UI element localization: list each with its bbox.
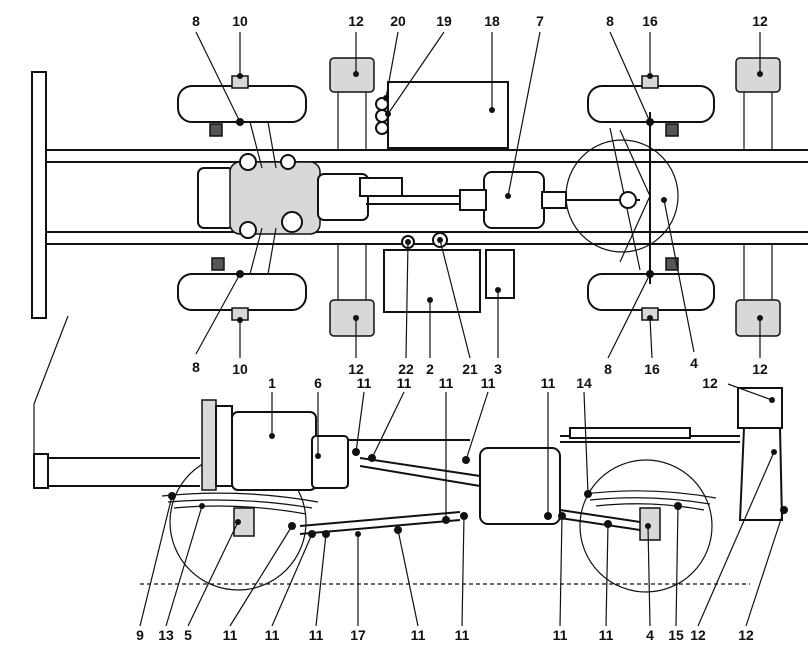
callout-label: 16	[642, 13, 658, 29]
callout-label: 15	[668, 627, 684, 643]
callout-label: 18	[484, 13, 500, 29]
callout-label: 8	[604, 361, 612, 377]
callout-label: 11	[481, 375, 496, 391]
rear-axle-diff	[565, 139, 679, 253]
side-rear-wheel	[579, 459, 713, 593]
callout-label: 11	[265, 627, 280, 643]
callout-label: 11	[223, 627, 238, 643]
callout-label: 10	[232, 13, 248, 29]
callout-label: 20	[390, 13, 406, 29]
air-tank-18	[387, 81, 509, 149]
callout-label: 12	[738, 627, 754, 643]
transfer-case-7	[483, 171, 545, 229]
front-right-wheel	[177, 273, 307, 311]
callout-label: 8	[192, 359, 200, 375]
callout-label: 22	[398, 361, 414, 377]
callout-label: 3	[494, 361, 502, 377]
callout-label: 12	[348, 13, 364, 29]
callout-label: 6	[314, 375, 322, 391]
callout-label: 5	[184, 627, 192, 643]
callout-label: 19	[436, 13, 452, 29]
callout-label: 11	[553, 627, 568, 643]
side-view-leaders	[139, 383, 785, 627]
side-view	[33, 315, 788, 627]
air-springs-top-view	[329, 57, 781, 337]
callout-label: 11	[357, 375, 372, 391]
callout-label: 17	[350, 627, 366, 643]
callout-label: 12	[348, 361, 364, 377]
front-bumper	[31, 71, 47, 319]
callout-label: 4	[690, 355, 698, 371]
callout-label: 11	[541, 375, 556, 391]
callout-label: 11	[411, 627, 426, 643]
callout-label: 11	[599, 627, 614, 643]
engine-gearbox-top	[197, 153, 466, 239]
callout-label: 14	[576, 375, 592, 391]
callout-label: 11	[397, 375, 412, 391]
front-leaf-spring	[161, 492, 319, 515]
propshafts	[299, 457, 641, 535]
top-view-leaders	[195, 31, 761, 359]
callout-label: 11	[439, 375, 454, 391]
callout-label: 12	[702, 375, 718, 391]
front-axle-housing	[233, 507, 255, 537]
callout-label: 8	[606, 13, 614, 29]
callout-label: 1	[268, 375, 276, 391]
top-view	[31, 31, 808, 359]
callout-label: 16	[644, 361, 660, 377]
rear-leaf-spring	[583, 490, 717, 511]
air-tank-2	[383, 249, 481, 313]
callout-label: 11	[309, 627, 324, 643]
top-view-dots	[236, 71, 763, 323]
callout-label: 12	[690, 627, 706, 643]
callout-label: 12	[752, 13, 768, 29]
callout-label: 9	[136, 627, 144, 643]
front-tow-bar	[33, 315, 69, 454]
callout-label: 21	[462, 361, 478, 377]
callout-label: 7	[536, 13, 544, 29]
callout-label: 4	[646, 627, 654, 643]
front-left-wheel	[177, 85, 307, 123]
gearbox-6	[311, 435, 349, 489]
frame-rails	[46, 149, 808, 245]
side-view-labels: 1 6 11 11 11 11 11 14 12 9 13 5 11 11 11…	[136, 375, 754, 643]
callout-label: 13	[158, 627, 174, 643]
callout-label: 11	[455, 627, 470, 643]
engine-1	[231, 411, 317, 491]
top-view-labels: 8 10 12 20 19 18 7 8 16 12 8 10 12 22 2 …	[192, 13, 768, 377]
callout-label: 10	[232, 361, 248, 377]
callout-label: 8	[192, 13, 200, 29]
callout-label: 2	[426, 361, 434, 377]
callout-label: 12	[752, 361, 768, 377]
